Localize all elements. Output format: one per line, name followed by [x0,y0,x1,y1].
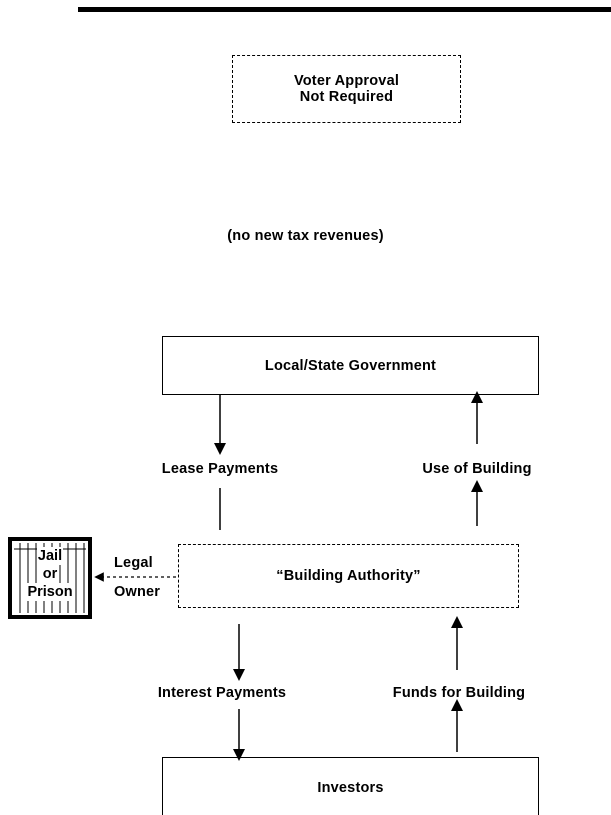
legal-label: Legal [114,555,153,571]
voter-approval-line2: Not Required [299,89,394,105]
voter-approval-box: Voter Approval Not Required [232,55,461,123]
funds-for-building-label: Funds for Building [392,685,526,701]
building-authority-label: “Building Authority” [276,568,421,584]
owner-label: Owner [114,584,161,600]
no-new-tax-note: (no new tax revenues) [227,228,384,244]
top-rule [78,7,611,12]
voter-approval-line1: Voter Approval [293,73,400,89]
investors-box: Investors [162,757,539,815]
lease-payments-label: Lease Payments [161,461,279,477]
jail-prison-icon: Jail or Prison [8,537,92,619]
government-box: Local/State Government [162,336,539,395]
jail-text-block: Jail or Prison [12,547,88,601]
jail-line2: or [41,565,59,583]
use-of-building-label: Use of Building [422,461,532,477]
jail-line3: Prison [26,583,74,601]
building-authority-box: “Building Authority” [178,544,519,608]
investors-label: Investors [317,779,384,796]
government-label: Local/State Government [264,357,437,374]
jail-line1: Jail [36,547,64,565]
interest-payments-label: Interest Payments [157,685,287,701]
